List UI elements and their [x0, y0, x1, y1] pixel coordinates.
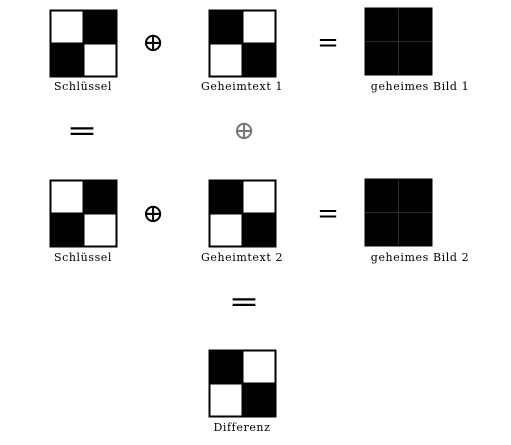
key-2-label: Schlüssel: [53, 251, 113, 264]
key-2-grid: [49, 179, 118, 248]
equals-operator-difference: =: [228, 285, 260, 318]
secret-image-1-cell-bottom-left: [364, 40, 400, 76]
key-1-grid: [49, 9, 118, 78]
xor-operator-row1: ⊕: [142, 28, 164, 58]
secret-image-2-cell-bottom-left: [364, 211, 400, 247]
key-2-cell-top-left: [49, 179, 85, 215]
ciphertext-1-cell-top-right: [241, 9, 277, 45]
ciphertext-2-grid: [208, 179, 277, 248]
equals-operator-row1: =: [317, 28, 339, 58]
key-2-cell-bottom-left: [49, 212, 85, 248]
ciphertext-1-cell-bottom-left: [208, 42, 244, 78]
key-1-label: Schlüssel: [53, 80, 113, 93]
ciphertext-1-cell-bottom-right: [241, 42, 277, 78]
secret-image-2-cell-top-left: [364, 178, 400, 214]
key-1-cell-bottom-right: [82, 42, 118, 78]
secret-image-1-cell-top-left: [364, 7, 400, 43]
ciphertext-2-cell-top-left: [208, 179, 244, 215]
ciphertext-2-cell-bottom-left: [208, 212, 244, 248]
secret-image-2-cell-top-right: [397, 178, 433, 214]
equals-operator-key-column: =: [66, 114, 98, 147]
ciphertext-2-label: Geheimtext 2: [200, 251, 284, 264]
secret-image-2-grid: [364, 178, 433, 247]
ciphertext-2-cell-top-right: [241, 179, 277, 215]
ciphertext-1-label: Geheimtext 1: [200, 80, 284, 93]
difference-cell-bottom-right: [241, 382, 277, 418]
secret-image-2-label: geheimes Bild 2: [370, 251, 470, 264]
secret-image-1-label: geheimes Bild 1: [370, 80, 470, 93]
difference-grid: [208, 349, 277, 418]
xor-operator-ciphertext-column: ⊕: [233, 116, 255, 146]
equals-operator-row2: =: [317, 199, 339, 229]
secret-image-1-grid: [364, 7, 433, 76]
ciphertext-1-cell-top-left: [208, 9, 244, 45]
secret-image-1-cell-bottom-right: [397, 40, 433, 76]
ciphertext-2-cell-bottom-right: [241, 212, 277, 248]
difference-cell-bottom-left: [208, 382, 244, 418]
difference-cell-top-right: [241, 349, 277, 385]
ciphertext-1-grid: [208, 9, 277, 78]
key-2-cell-top-right: [82, 179, 118, 215]
secret-image-1-cell-top-right: [397, 7, 433, 43]
key-1-cell-bottom-left: [49, 42, 85, 78]
key-1-cell-top-right: [82, 9, 118, 45]
difference-label: Differenz: [213, 421, 271, 434]
key-1-cell-top-left: [49, 9, 85, 45]
secret-image-2-cell-bottom-right: [397, 211, 433, 247]
xor-operator-row2: ⊕: [142, 199, 164, 229]
difference-cell-top-left: [208, 349, 244, 385]
key-2-cell-bottom-right: [82, 212, 118, 248]
